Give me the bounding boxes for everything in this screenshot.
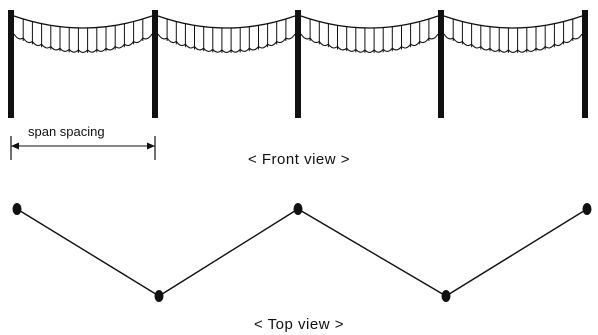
dimension-left-arrow bbox=[11, 142, 19, 150]
fence-post bbox=[582, 10, 588, 118]
upper-hanging-line bbox=[300, 15, 439, 29]
fence-post bbox=[438, 10, 444, 118]
net-lower-edge bbox=[443, 33, 583, 53]
upper-hanging-line bbox=[157, 15, 296, 29]
post-marker bbox=[582, 203, 592, 215]
dimension-right-arrow bbox=[147, 142, 155, 150]
span-spacing-dimension bbox=[10, 136, 156, 160]
front-view-caption: < Front view > bbox=[247, 151, 351, 168]
zigzag-line bbox=[16, 208, 588, 297]
top-view-drawing bbox=[12, 203, 592, 302]
fence-post bbox=[8, 10, 14, 118]
fence-post bbox=[295, 10, 301, 118]
top-view-caption: < Top view > bbox=[254, 316, 344, 333]
net-lower-edge bbox=[300, 33, 439, 53]
front-view-drawing bbox=[8, 10, 588, 118]
post-marker bbox=[293, 203, 303, 215]
post-marker bbox=[12, 203, 22, 215]
span-spacing-label: span spacing bbox=[28, 124, 105, 139]
post-marker bbox=[154, 290, 164, 302]
fence-post bbox=[152, 10, 158, 118]
net-lower-edge bbox=[157, 33, 296, 53]
upper-hanging-line bbox=[443, 15, 583, 29]
net-lower-edge bbox=[13, 33, 153, 53]
post-marker bbox=[441, 290, 451, 302]
upper-hanging-line bbox=[13, 15, 153, 29]
